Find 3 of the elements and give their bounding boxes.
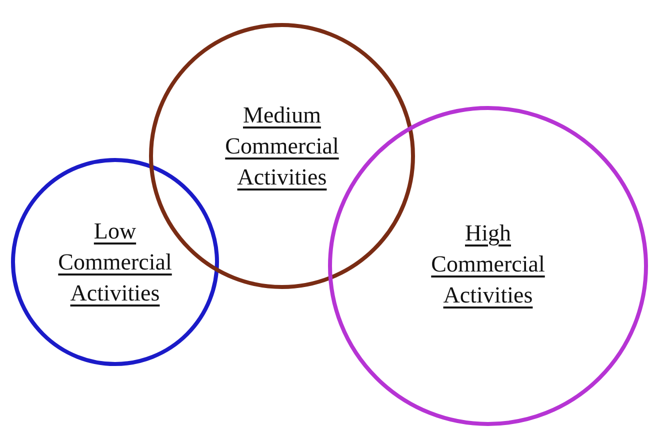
circle-label: High Commercial Activities [431,220,545,310]
circle-label: Low Commercial Activities [58,218,172,308]
circle-label: Medium Commercial Activities [225,102,339,192]
